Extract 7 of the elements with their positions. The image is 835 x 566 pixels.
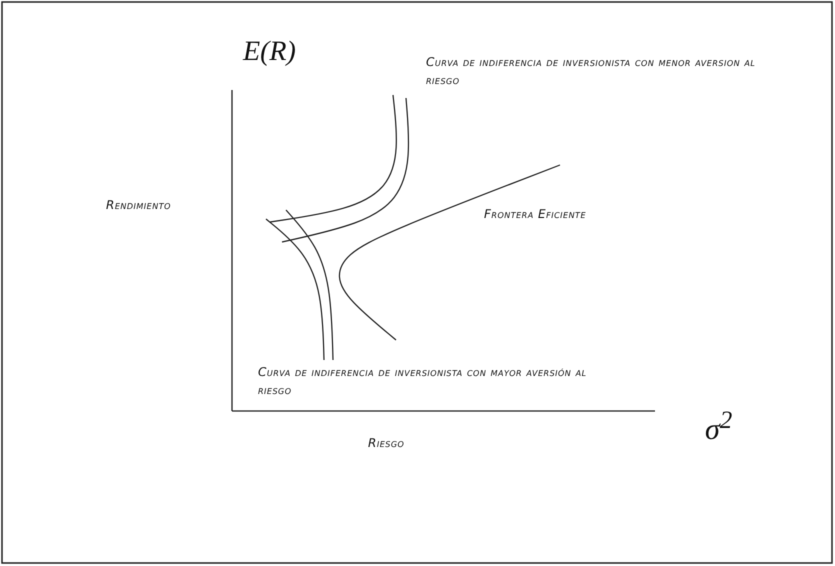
axis-label: E(R)	[243, 38, 296, 66]
curve-label: Curva de indiferencia de inversionista con mayor aversión al riesgo	[258, 364, 588, 399]
axis-label: σ$^{2}$	[705, 408, 732, 445]
curve-label: Frontera Eficiente	[484, 206, 586, 223]
curve-label: Curva de indiferencia de inversionista con menor aversion al riesgo	[426, 54, 756, 89]
axis-label: Rendimiento	[106, 197, 171, 214]
axis-label: Riesgo	[368, 435, 404, 452]
